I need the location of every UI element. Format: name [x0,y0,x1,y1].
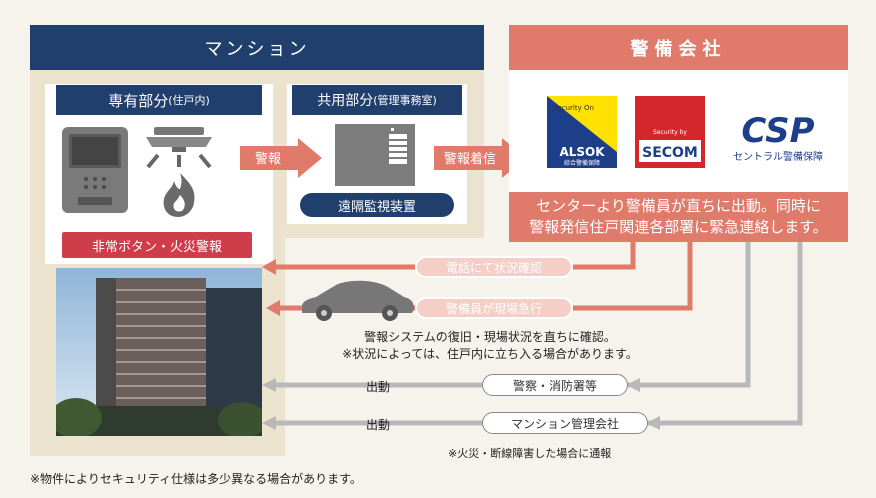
alarm-received-arrow: 警報着信 [434,138,526,178]
guard-rush-text: 警備員が現場急行 [445,301,542,316]
common-area-title: 共用部分(管理事務室) [292,85,462,115]
private-area-title: 専有部分(住戸内) [56,85,262,115]
dispatch-message: センターより警備員が直ちに出動。同時に 警報発信住戸関連各部署に緊急連絡します。 [509,192,848,242]
common-area-title-sub: (管理事務室) [373,94,437,107]
phone-check-pill: 電話にて状況確認 [415,256,573,278]
secom-top-text: Security by [653,129,687,136]
dispatch-message-line1: センターより警備員が直ちに出動。同時に [536,197,821,215]
secom-logo: Security by SECOM [635,96,705,168]
guard-rush-pill: 警備員が現場急行 [415,297,573,319]
management-company-pill: マンション管理会社 [482,412,648,434]
police-fire-pill: 警察・消防署等 [482,374,628,396]
intercom-panel-icon [62,127,128,213]
dispatch-label-2: 出動 [366,418,391,432]
private-area-title-text: 専有部分 [108,91,169,110]
emergency-fire-alarm-label: 非常ボタン・火災警報 [62,232,252,258]
phone-check-text: 電話にて状況確認 [445,260,542,275]
alarm-arrow-label: 警報 [255,151,281,167]
alsok-logo: Security On ALSOK 綜合警備保障 [547,96,617,168]
alsok-top-text: Security On [553,104,594,112]
restore-text-2: ※状況によっては、住戸内に立ち入る場合があります。 [342,347,638,361]
mansion-header: マンション [30,25,484,70]
monitoring-device-icon [335,124,415,186]
remote-monitoring-device-label: 遠隔監視装置 [300,193,454,217]
dispatch-message-line2: 警報発信住戸関連各部署に緊急連絡します。 [529,218,828,236]
police-fire-text: 警察・消防署等 [512,378,597,393]
footnote: ※物件によりセキュリティ仕様は多少異なる場合があります。 [30,472,362,486]
security-company-header: 警備会社 [509,25,848,70]
alsok-sub-text: 綜合警備保障 [564,159,600,167]
restore-text-1: 警報システムの復旧・現場状況を直ちに確認。 [364,330,616,344]
common-area-title-text: 共用部分 [317,93,374,109]
management-company-text: マンション管理会社 [510,416,619,431]
building-photo [56,268,262,436]
alarm-arrow: 警報 [240,138,322,178]
management-note: ※火災・断線障害した場合に通報 [448,447,612,460]
dispatch-label-1: 出動 [366,380,391,394]
smoke-detector-fire-icon [146,127,212,217]
alsok-text: ALSOK [559,145,605,159]
csp-logo: CSP セントラル警備保障 [733,111,823,163]
private-area-title-sub: (住戸内) [168,94,210,107]
csp-text: CSP [741,111,814,151]
car-icon [302,280,414,321]
csp-sub-text: セントラル警備保障 [733,150,823,163]
alarm-received-arrow-label: 警報着信 [444,151,496,167]
secom-text: SECOM [642,145,698,161]
